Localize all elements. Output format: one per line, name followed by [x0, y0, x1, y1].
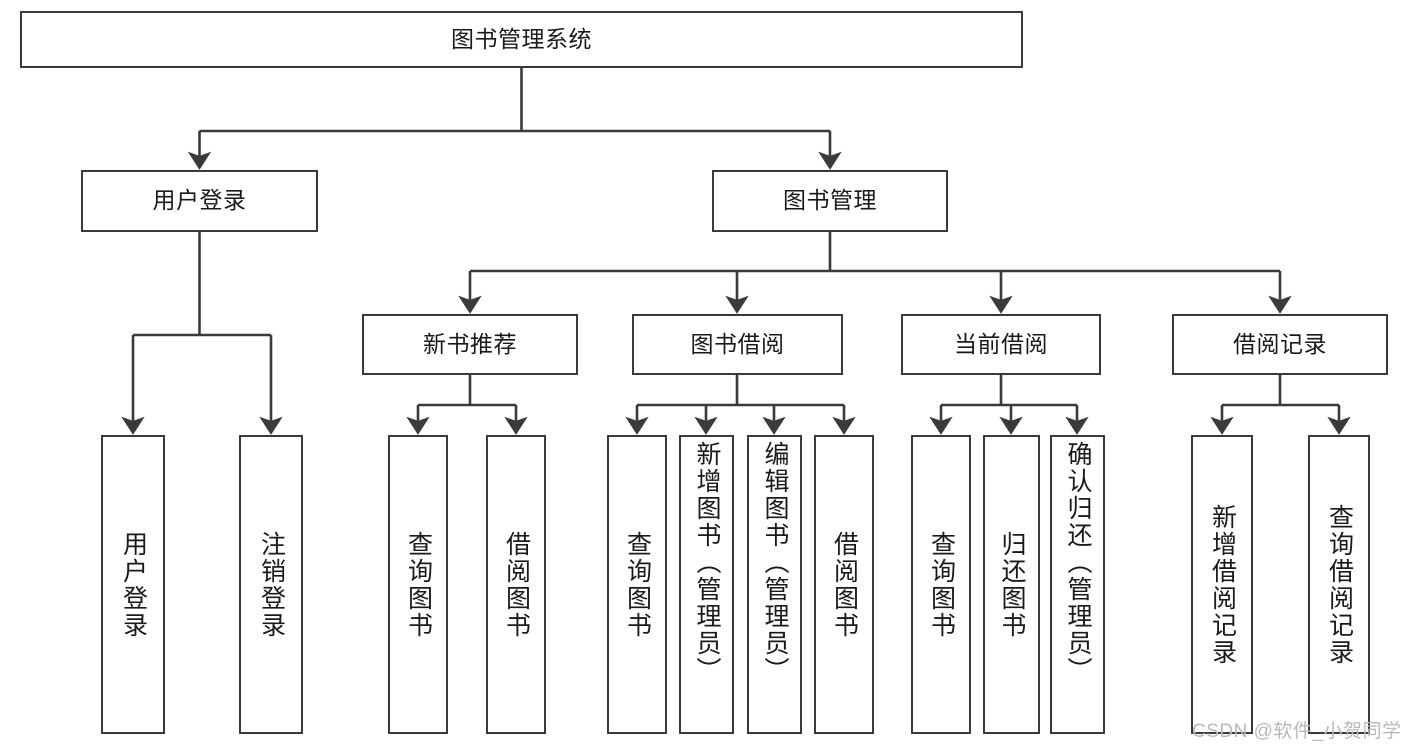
- leaf-return-book-label: 归还图书: [998, 530, 1026, 639]
- node-book-borrow-label: 图书借阅: [690, 330, 785, 357]
- node-current-borrow[interactable]: 当前借阅: [901, 314, 1101, 375]
- leaf-query-book-1[interactable]: 查询图书: [388, 435, 448, 734]
- leaf-borrow-book-1-label: 借阅图书: [502, 530, 531, 639]
- node-new-book-recommend-label: 新书推荐: [423, 330, 517, 357]
- leaf-query-record[interactable]: 查询借阅记录: [1308, 435, 1370, 734]
- node-book-borrow[interactable]: 图书借阅: [632, 314, 843, 375]
- leaf-borrow-book-1[interactable]: 借阅图书: [486, 435, 546, 734]
- leaf-add-book[interactable]: 新增图书（管理员）: [679, 435, 734, 734]
- node-root-label: 图书管理系统: [451, 25, 592, 52]
- leaf-user-login-label: 用户登录: [119, 530, 148, 639]
- leaf-add-book-label: 新增图书（管理员）: [693, 441, 721, 684]
- leaf-borrow-book-2-label: 借阅图书: [830, 530, 859, 639]
- leaf-edit-book[interactable]: 编辑图书（管理员）: [747, 435, 802, 734]
- node-current-borrow-label: 当前借阅: [954, 330, 1048, 357]
- leaf-add-record[interactable]: 新增借阅记录: [1191, 435, 1253, 734]
- leaf-logout[interactable]: 注销登录: [239, 435, 303, 734]
- node-borrow-record-label: 借阅记录: [1233, 330, 1327, 357]
- leaf-edit-book-label: 编辑图书（管理员）: [761, 441, 789, 684]
- node-new-book-recommend[interactable]: 新书推荐: [362, 314, 578, 375]
- leaf-confirm-return-label: 确认归还（管理员）: [1064, 441, 1092, 684]
- node-book-manage-label: 图书管理: [783, 187, 877, 214]
- csdn-watermark: CSDN @软件_小贺同学: [1192, 721, 1402, 742]
- leaf-logout-label: 注销登录: [257, 530, 286, 639]
- node-book-manage[interactable]: 图书管理: [712, 170, 948, 232]
- leaf-return-book[interactable]: 归还图书: [983, 435, 1040, 734]
- leaf-add-record-label: 新增借阅记录: [1208, 503, 1237, 666]
- leaf-query-record-label: 查询借阅记录: [1325, 503, 1354, 666]
- leaf-confirm-return[interactable]: 确认归还（管理员）: [1050, 435, 1105, 734]
- node-user-login[interactable]: 用户登录: [81, 170, 318, 232]
- node-user-login-label: 用户登录: [152, 187, 247, 214]
- leaf-query-book-3-label: 查询图书: [927, 530, 956, 639]
- node-borrow-record[interactable]: 借阅记录: [1172, 314, 1388, 375]
- leaf-query-book-3[interactable]: 查询图书: [911, 435, 971, 734]
- leaf-user-login[interactable]: 用户登录: [101, 435, 165, 734]
- leaf-query-book-2-label: 查询图书: [623, 530, 652, 639]
- leaf-query-book-1-label: 查询图书: [404, 530, 433, 639]
- leaf-query-book-2[interactable]: 查询图书: [607, 435, 667, 734]
- leaf-borrow-book-2[interactable]: 借阅图书: [814, 435, 874, 734]
- node-root[interactable]: 图书管理系统: [20, 11, 1023, 68]
